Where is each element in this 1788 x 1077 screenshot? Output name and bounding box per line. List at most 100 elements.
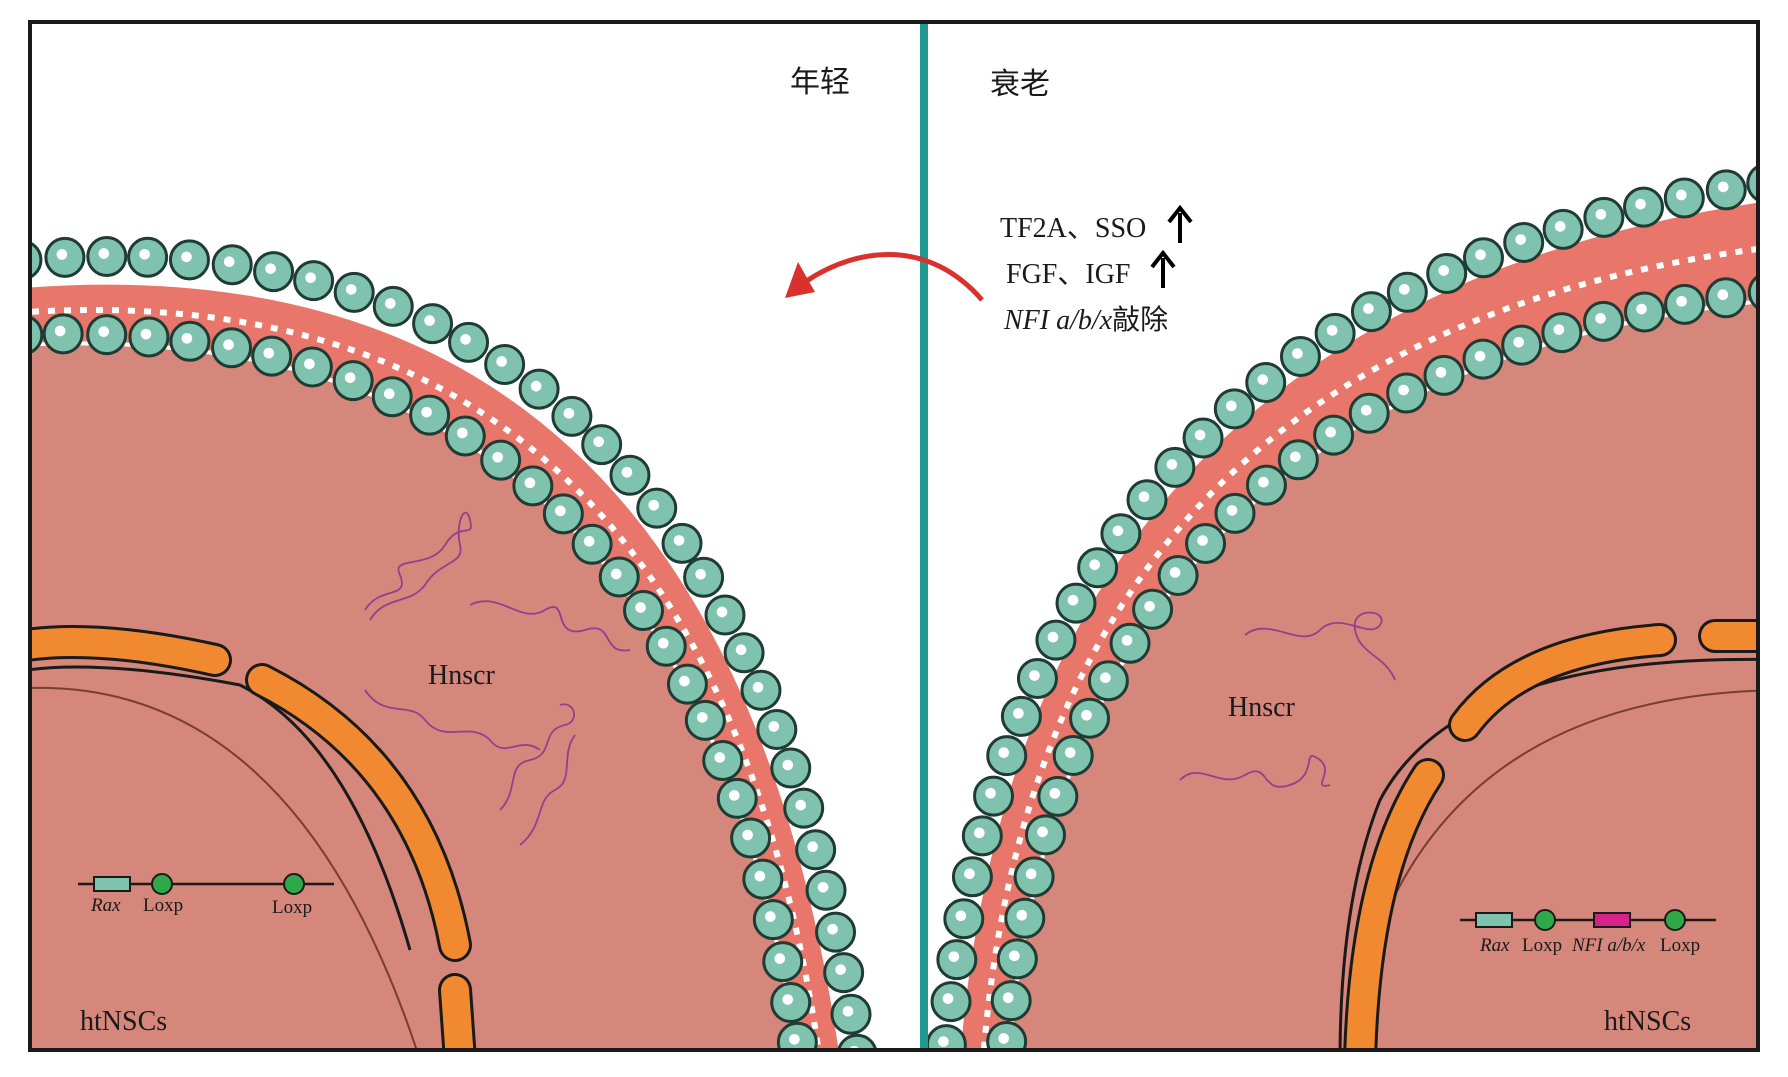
- right-inner-lipid-head-highlight: [1197, 535, 1208, 546]
- right-outer-lipid-head-highlight: [1363, 303, 1374, 314]
- right-outer-lipid-head-highlight: [1635, 198, 1646, 210]
- right-loxp-label-2: Loxp: [1660, 935, 1700, 956]
- right-outer-lipid-head-highlight: [938, 1036, 949, 1047]
- left-outer-lipid-head-highlight: [673, 535, 685, 546]
- right-membrane-tails: [980, 246, 1758, 1050]
- right-outer-lipid-head-highlight: [1438, 265, 1450, 276]
- left-envelope-segment-1: [30, 628, 229, 674]
- left-inner-lipid-head-highlight: [774, 953, 786, 964]
- left-inner-lipid-head-highlight: [583, 535, 595, 547]
- left-outer-lipid-head-highlight: [817, 881, 829, 893]
- right-inner-lipid-head-highlight: [1474, 350, 1486, 362]
- left-inner-lipid-head-highlight: [98, 326, 110, 337]
- right-inner-lipid-head: [1747, 274, 1758, 311]
- right-envelope-line: [1338, 657, 1758, 1050]
- right-rax-label: Rax: [1479, 935, 1510, 956]
- left-outer-lipid-head-highlight: [807, 841, 818, 853]
- left-inner-lipid-head-highlight: [742, 829, 753, 841]
- right-outer-lipid-head-highlight: [964, 868, 975, 880]
- right-outer-lipid-head-highlight: [1326, 324, 1338, 336]
- right-inner-lipid-head-highlight: [1636, 303, 1647, 315]
- left-inner-lipid-heads: [30, 313, 818, 1050]
- left-inner-lipid-head-highlight: [456, 427, 468, 439]
- right-outer-lipid-head-highlight: [948, 951, 960, 962]
- up-arrow-icon: [1167, 204, 1193, 243]
- right-outer-lipid-head-highlight: [1047, 631, 1059, 643]
- right-outer-lipid-head-highlight: [974, 827, 985, 839]
- figure-frame: [28, 20, 1760, 1052]
- left-outer-lipid-head-highlight: [716, 606, 728, 618]
- left-inner-lipid-head-highlight: [524, 477, 536, 489]
- left-outer-lipid-head-highlight: [460, 334, 471, 345]
- left-inner-lipid-head-highlight: [263, 347, 275, 359]
- right-outer-lipid-head-highlight: [1292, 348, 1303, 359]
- left-inner-lipid-head-highlight: [635, 602, 646, 613]
- left-outer-lipid-head-highlight: [14, 252, 25, 263]
- left-membrane-tails: [30, 307, 822, 1050]
- left-outer-lipid-head-highlight: [139, 248, 150, 260]
- left-outer-lipid-head-highlight: [621, 466, 633, 478]
- right-inner-lipid-head-highlight: [1037, 826, 1048, 838]
- left-outer-lipid-head-highlight: [305, 272, 316, 284]
- right-inner-lipid-head-highlight: [1009, 950, 1020, 962]
- right-outer-lipid-head: [1746, 164, 1758, 202]
- young-label: 年轻: [790, 65, 850, 100]
- left-outer-lipid-heads: [14, 235, 878, 1050]
- left-outer-lipid-head-highlight: [265, 263, 276, 274]
- right-outer-lipid-head-highlight: [942, 993, 954, 1004]
- left-inner-lipid-head-highlight: [714, 752, 726, 763]
- right-outer-lipid-head-highlight: [1515, 234, 1527, 245]
- left-outer-lipid-head-highlight: [384, 298, 396, 309]
- right-inner-lipid-head-highlight: [1258, 476, 1269, 488]
- left-outer-lipid-head-highlight: [752, 681, 764, 693]
- left-envelope-line: [30, 665, 412, 951]
- left-inner-lipid-head-highlight: [728, 790, 740, 801]
- right-inner-lipid-head-highlight: [1435, 367, 1447, 378]
- right-rax-box: [1475, 912, 1513, 928]
- right-outer-lipid-heads: [926, 164, 1758, 1050]
- right-cell: [926, 164, 1758, 1050]
- left-outer-lipid-head-highlight: [827, 923, 838, 935]
- right-inner-lipid-head-highlight: [1325, 426, 1336, 438]
- right-inner-lipid-head-highlight: [1025, 868, 1037, 880]
- left-loxp-dot-2: [283, 873, 305, 895]
- intervention-line-2: FGF、IGF: [1006, 259, 1130, 290]
- rejuvenation-arrow: [803, 251, 984, 302]
- right-genetic-construct: Rax Loxp NFI a/b/x Loxp: [1460, 909, 1716, 956]
- left-inner-lipid-head-highlight: [140, 328, 152, 340]
- right-inner-lipid-head-highlight: [1169, 567, 1181, 578]
- right-outer-lipid-head-highlight: [1595, 209, 1607, 220]
- right-protein-coils: [1179, 611, 1396, 788]
- left-inner-lipid-head-highlight: [782, 994, 794, 1005]
- knockout-label: 敲除: [1112, 303, 1168, 336]
- rejuvenation-arrowhead: [785, 262, 815, 298]
- left-cell: [14, 235, 878, 1050]
- left-inner-lipid-head-highlight: [304, 358, 315, 370]
- left-protein-label: Hnscr: [428, 660, 496, 691]
- left-outer-lipid-head-highlight: [593, 436, 605, 447]
- right-outer-lipid-head-highlight: [955, 910, 967, 922]
- left-outer-lipid-head-highlight: [530, 380, 542, 392]
- left-outer-lipid-head-highlight: [181, 251, 192, 263]
- right-outer-lipid-head-highlight: [1029, 670, 1040, 681]
- central-divider: [920, 22, 928, 1050]
- left-inner-lipid-head-highlight: [679, 675, 690, 687]
- left-genetic-construct: Rax Loxp Loxp: [78, 873, 334, 918]
- left-outer-lipid-head-highlight: [345, 284, 357, 295]
- right-outer-lipid-head-highlight: [1475, 249, 1486, 261]
- aged-label: 衰老: [990, 67, 1050, 102]
- right-nfi-label: NFI a/b/x: [1571, 935, 1646, 956]
- left-outer-lipid-head-highlight: [735, 644, 747, 656]
- up-arrow-icon: [1150, 249, 1176, 288]
- left-loxp-dot-1: [151, 873, 173, 895]
- right-inner-lipid-head-highlight: [1144, 600, 1155, 612]
- right-outer-lipid-head-highlight: [1166, 459, 1178, 470]
- left-loxp-label-1: Loxp: [143, 895, 183, 916]
- left-rax-label: Rax: [90, 895, 121, 916]
- right-outer-lipid-head-highlight: [998, 747, 1010, 758]
- right-inner-lipid-head-highlight: [1360, 404, 1372, 416]
- left-loxp-label-2: Loxp: [272, 897, 312, 918]
- left-inner-lipid-head-highlight: [223, 339, 234, 351]
- left-outer-lipid-head: [30, 241, 43, 279]
